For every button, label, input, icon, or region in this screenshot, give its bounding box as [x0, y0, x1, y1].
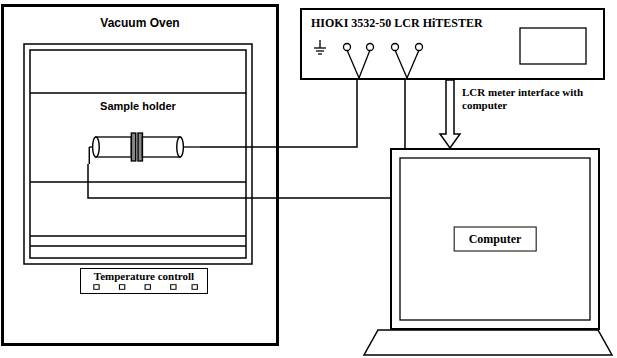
interface-arrow	[440, 80, 460, 148]
temperature-controller: Temperature controll	[80, 268, 208, 294]
node-label: Temperature controll	[81, 270, 207, 282]
lcr-meter: HIOKI 3532-50 LCR HiTESTER	[300, 8, 605, 80]
node-label: HIOKI 3532-50 LCR HiTESTER	[311, 16, 483, 31]
edge-label: LCR meter interface with computer	[462, 86, 597, 111]
node-label: Vacuum Oven	[4, 16, 276, 30]
oven-box: Vacuum OvenSample holderTemperature cont…	[1, 4, 279, 346]
laptop-keyboard	[364, 330, 612, 355]
signal-wire	[88, 80, 405, 198]
sample-holder: Sample holder	[76, 100, 200, 164]
computer-screen: Computer	[390, 148, 600, 330]
node-label: Computer	[454, 227, 537, 252]
node-label: Sample holder	[76, 100, 200, 112]
